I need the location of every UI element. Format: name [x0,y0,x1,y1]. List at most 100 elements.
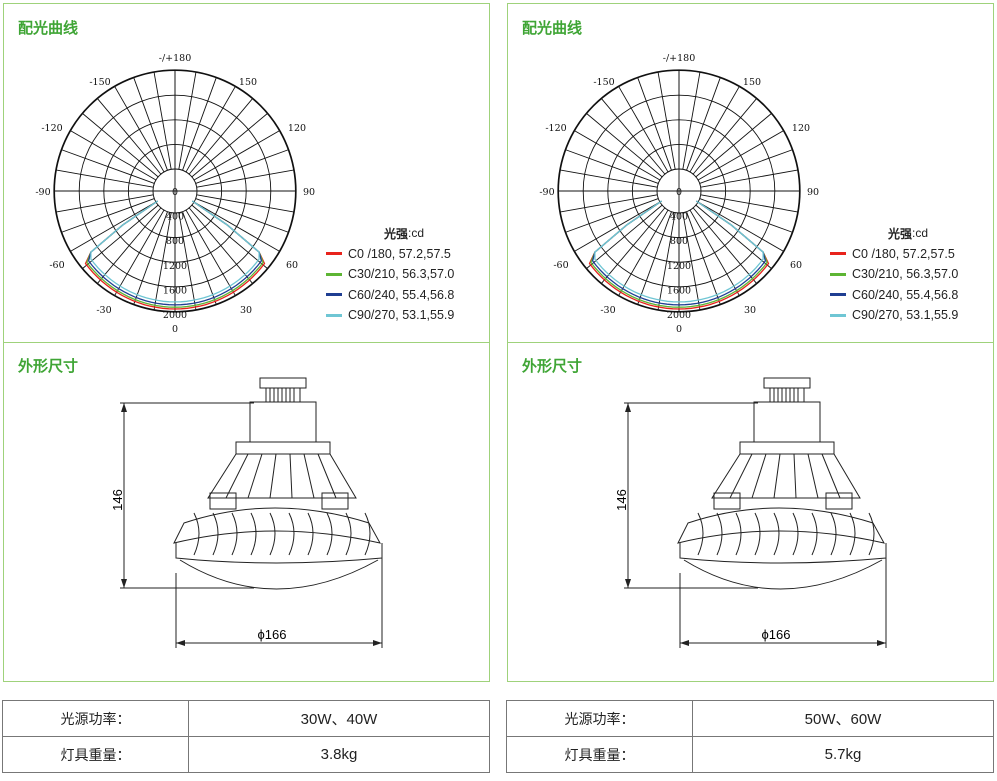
grid-spoke [695,204,772,270]
grid-spoke [689,209,740,297]
grid-spoke [193,201,281,252]
grid-spoke [178,212,197,311]
bolt [209,492,237,510]
legend: 光强:cd C0 /180, 57.2,57.5 C30/210, 56.3,5… [830,223,958,326]
legend-item: C60/240, 55.4,56.8 [326,285,454,306]
grid-spoke [193,130,281,181]
angle-label: 120 [792,123,810,134]
grid-spoke [69,201,157,252]
legend-label: C30/210, 56.3,57.0 [348,267,455,282]
grid-spoke [657,212,676,311]
grid-spoke [153,212,172,311]
grid-spoke [700,169,799,188]
legend-item: C60/240, 55.4,56.8 [830,285,958,306]
grid-spoke [55,194,154,213]
legend-title-text: 光强 [888,226,913,241]
glass-dome [179,559,379,590]
spec-key: 光源功率： [506,700,693,737]
angle-label: 0 [172,324,178,335]
radial-label: 400 [670,212,688,223]
grid-spoke [573,201,661,252]
legend-swatch-green [830,272,846,276]
grid-spoke [689,85,740,173]
distribution-curve [86,200,264,308]
grid-spoke [637,77,672,171]
body-taper [207,453,357,499]
legend-title: 光强:cd [830,223,958,244]
fin [793,453,797,499]
fin [773,453,781,499]
legend-item: C0 /180, 57.2,57.5 [830,244,958,265]
grid-spoke [697,130,785,181]
heatsink-fin [231,512,238,556]
fin [303,453,315,499]
height-dimension: 146 [110,489,125,511]
legend-label: C0 /180, 57.2,57.5 [852,246,955,261]
grid-spoke [699,149,793,184]
angle-label: -90 [35,187,50,198]
heatsink-fin [735,512,742,556]
heatsink-fin [288,512,295,556]
legend-title-text: 光强 [384,226,409,241]
grid-spoke [61,198,155,233]
body-taper [711,453,861,499]
grid-spoke [692,98,758,175]
legend-unit: :cd [912,226,929,241]
legend-label: C30/210, 56.3,57.0 [852,267,959,282]
heatsink-fin [830,512,837,556]
grid-spoke [191,204,268,270]
fin [807,453,819,499]
neck [753,401,821,443]
heatsink-fin [849,512,856,556]
grid-spoke [682,212,701,311]
table-row: 灯具重量： 5.7kg [506,736,994,773]
grid-spoke [559,194,658,213]
heatsink-fin [811,512,818,556]
grid-spoke [185,85,236,173]
neck [249,401,317,443]
grid-spoke [61,149,155,184]
grid-spoke [133,211,168,305]
heatsink-fin [250,512,257,556]
section-title-dimensions: 外形尺寸 [18,357,79,375]
bolt [713,492,741,510]
grid-spoke [682,71,701,170]
radial-label: 2000 [667,310,691,321]
grid-spoke [185,209,236,297]
polar-grid [557,69,801,313]
glass-dome [683,559,883,590]
thread [265,387,301,403]
heatsink-fin [212,512,219,556]
angle-label: -150 [593,77,614,88]
grid-spoke [697,201,785,252]
grid-spoke [195,149,289,184]
heatsink-fin [792,512,799,556]
diameter-dimension: ϕ166 [762,627,791,642]
fin [317,453,337,499]
fin [289,453,293,499]
legend-label: C90/270, 53.1,55.9 [348,308,455,323]
heatsink-fin [754,512,761,556]
angle-label: 90 [303,187,315,198]
grid-spoke [96,207,162,284]
radial-label: 400 [166,212,184,223]
grid-spoke [82,204,159,270]
grid-spoke [195,198,289,233]
table-row: 光源功率： 30W、40W [2,700,490,737]
distribution-curve [87,200,263,306]
table-row: 光源功率： 50W、60W [506,700,994,737]
grid-spoke [565,198,659,233]
grid-spoke [700,194,799,213]
spec-value: 3.8kg [188,736,490,773]
section-title-photometric: 配光曲线 [522,19,583,37]
spec-value: 30W、40W [188,700,490,737]
grid-spoke [586,112,663,178]
heatsink-fin [697,512,704,556]
heatsink-fin [773,512,780,556]
grid-spoke [182,77,217,171]
bolt [321,492,349,510]
